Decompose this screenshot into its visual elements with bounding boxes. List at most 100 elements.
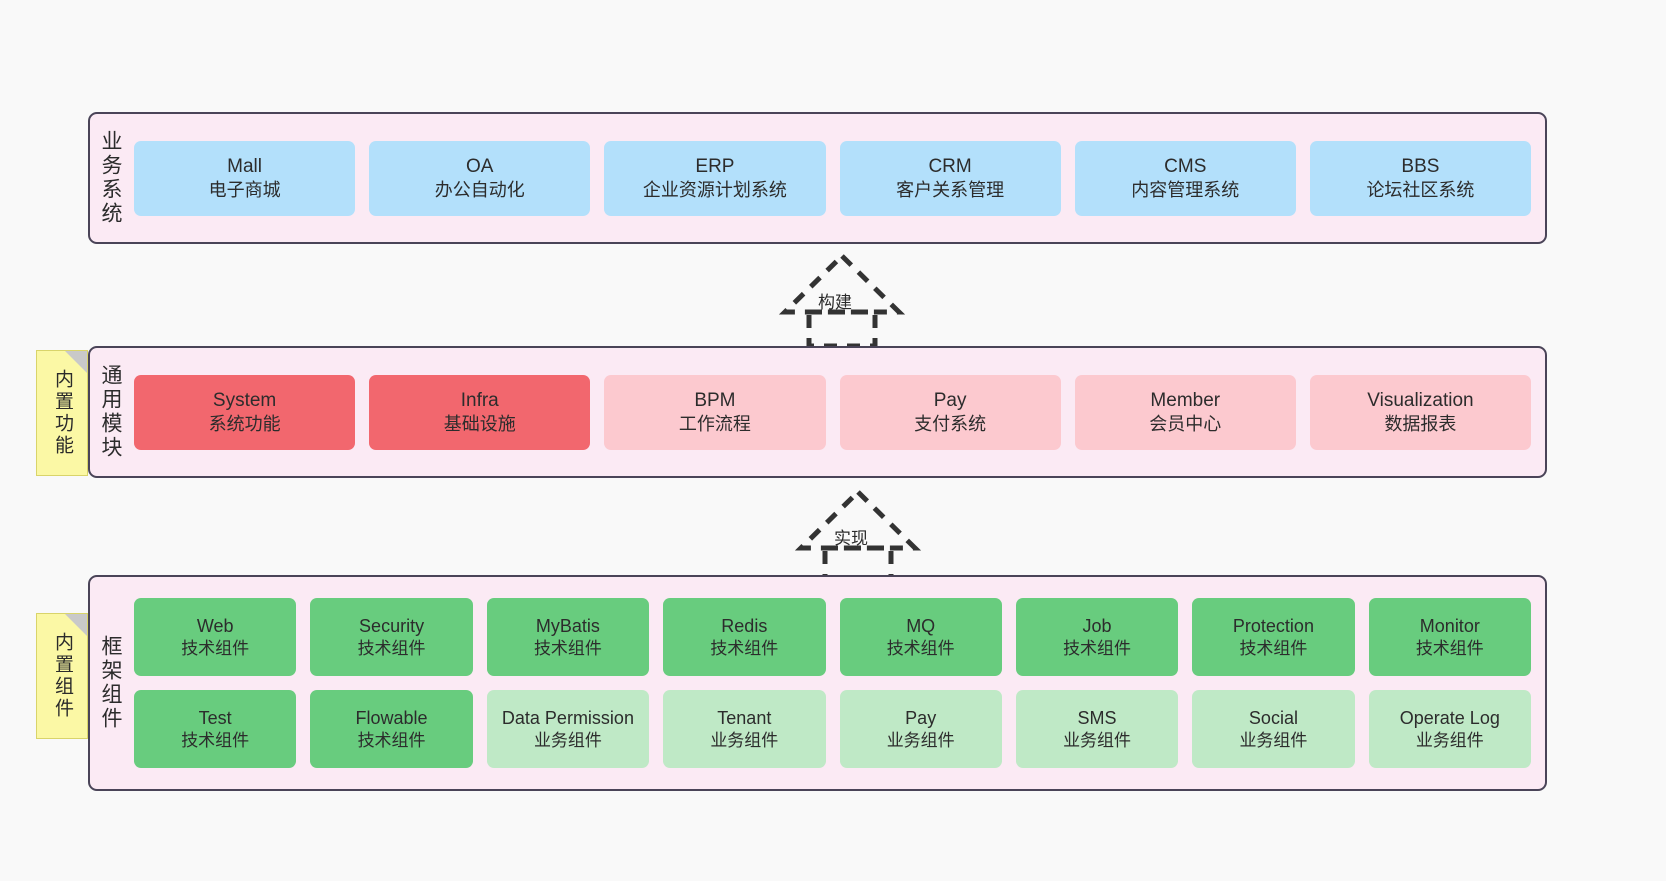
node-member-cn: 会员中心	[1149, 413, 1222, 434]
node-social-cn: 业务组件	[1239, 730, 1308, 750]
node-redis-en: Redis	[721, 616, 768, 637]
framework-business-row: Test 技术组件 Flowable 技术组件 Data Permission …	[134, 690, 1531, 768]
node-crm-en: CRM	[928, 155, 972, 177]
layer-business-systems: 业务系统 Mall 电子商城 OA 办公自动化 ERP 企业资源计划系统 CRM…	[88, 112, 1547, 244]
node-pay-component-en: Pay	[905, 708, 937, 729]
node-job[interactable]: Job 技术组件	[1015, 598, 1179, 676]
node-protection-en: Protection	[1232, 616, 1314, 637]
node-flowable[interactable]: Flowable 技术组件	[310, 690, 473, 768]
layer-framework-components-body: Web 技术组件 Security 技术组件 MyBatis 技术组件 Redi…	[130, 577, 1545, 789]
sticky-note-builtin-features: 内置功能	[36, 350, 88, 476]
node-visualization[interactable]: Visualization 数据报表	[1309, 374, 1532, 450]
sticky-note-builtin-components-label: 内置组件	[51, 632, 73, 720]
node-infra-cn: 基础设施	[443, 413, 516, 434]
node-flowable-en: Flowable	[355, 708, 428, 729]
connector-implement: 实现	[768, 488, 948, 585]
node-redis[interactable]: Redis 技术组件	[663, 598, 826, 676]
sticky-note-builtin-features-label: 内置功能	[51, 369, 73, 457]
node-social-en: Social	[1248, 708, 1298, 729]
node-system[interactable]: System 系统功能	[134, 374, 356, 450]
node-data-permission[interactable]: Data Permission 业务组件	[486, 690, 650, 768]
node-protection-cn: 技术组件	[1239, 638, 1308, 658]
node-tenant[interactable]: Tenant 业务组件	[663, 690, 826, 768]
layer-common-modules: 通用模块 System 系统功能 Infra 基础设施 BPM 工作流程 Pay…	[88, 346, 1547, 478]
node-social[interactable]: Social 业务组件	[1192, 690, 1355, 768]
connector-stem-icon	[806, 309, 878, 349]
layer-business-systems-body: Mall 电子商城 OA 办公自动化 ERP 企业资源计划系统 CRM 客户关系…	[130, 114, 1545, 242]
node-system-en: System	[212, 389, 277, 411]
node-pay-component[interactable]: Pay 业务组件	[839, 690, 1002, 768]
layer-business-systems-title: 业务系统	[99, 130, 123, 226]
node-pay-module[interactable]: Pay 支付系统	[839, 374, 1061, 450]
connector-implement-label: 实现	[834, 529, 868, 548]
node-bbs-cn: 论坛社区系统	[1366, 179, 1475, 200]
node-monitor-cn: 技术组件	[1415, 638, 1484, 658]
business-node-row: Mall 电子商城 OA 办公自动化 ERP 企业资源计划系统 CRM 客户关系…	[134, 140, 1532, 216]
node-mq-cn: 技术组件	[886, 638, 955, 658]
node-crm-cn: 客户关系管理	[896, 179, 1005, 200]
node-operate-log[interactable]: Operate Log 业务组件	[1368, 690, 1531, 768]
layer-common-modules-body: System 系统功能 Infra 基础设施 BPM 工作流程 Pay 支付系统…	[130, 348, 1545, 476]
node-bbs[interactable]: BBS 论坛社区系统	[1309, 140, 1532, 216]
node-infra[interactable]: Infra 基础设施	[369, 374, 591, 450]
layer-framework-components-title: 框架组件	[99, 635, 123, 731]
node-mq-en: MQ	[906, 616, 936, 637]
node-mq[interactable]: MQ 技术组件	[839, 598, 1002, 676]
node-job-cn: 技术组件	[1063, 638, 1132, 658]
node-visualization-en: Visualization	[1367, 389, 1474, 411]
node-cms[interactable]: CMS 内容管理系统	[1074, 140, 1296, 216]
node-security-en: Security	[359, 616, 425, 637]
node-crm[interactable]: CRM 客户关系管理	[839, 140, 1061, 216]
node-data-permission-cn: 业务组件	[533, 730, 602, 750]
node-erp-en: ERP	[695, 155, 735, 177]
node-system-cn: 系统功能	[208, 413, 281, 434]
node-web-en: Web	[196, 616, 234, 637]
node-cms-en: CMS	[1164, 155, 1207, 177]
node-test-cn: 技术组件	[181, 730, 250, 750]
node-web[interactable]: Web 技术组件	[134, 598, 297, 676]
connector-build: 构建	[752, 252, 932, 349]
node-bpm[interactable]: BPM 工作流程	[604, 374, 826, 450]
node-data-permission-en: Data Permission	[501, 708, 634, 729]
node-oa[interactable]: OA 办公自动化	[369, 140, 591, 216]
node-test-en: Test	[198, 708, 232, 729]
module-node-row: System 系统功能 Infra 基础设施 BPM 工作流程 Pay 支付系统…	[134, 374, 1532, 450]
node-mall[interactable]: Mall 电子商城	[134, 140, 356, 216]
node-mybatis[interactable]: MyBatis 技术组件	[486, 598, 650, 676]
node-sms-cn: 业务组件	[1063, 730, 1132, 750]
node-visualization-cn: 数据报表	[1384, 413, 1457, 434]
node-sms[interactable]: SMS 业务组件	[1015, 690, 1179, 768]
node-member[interactable]: Member 会员中心	[1074, 374, 1296, 450]
node-test[interactable]: Test 技术组件	[134, 690, 297, 768]
node-mall-en: Mall	[227, 155, 262, 177]
node-security[interactable]: Security 技术组件	[310, 598, 473, 676]
node-oa-en: OA	[466, 155, 494, 177]
node-monitor-en: Monitor	[1419, 616, 1480, 637]
node-web-cn: 技术组件	[181, 638, 250, 658]
node-sms-en: SMS	[1077, 708, 1117, 729]
node-mybatis-en: MyBatis	[535, 616, 600, 637]
connector-build-label: 构建	[818, 293, 852, 312]
node-operate-log-en: Operate Log	[1399, 708, 1500, 729]
layer-common-modules-title: 通用模块	[99, 364, 123, 460]
node-mall-cn: 电子商城	[208, 179, 281, 200]
node-bpm-cn: 工作流程	[678, 413, 751, 434]
node-mybatis-cn: 技术组件	[533, 638, 602, 658]
layer-framework-components: 框架组件 Web 技术组件 Security 技术组件 MyBatis 技术组件…	[88, 575, 1547, 791]
node-erp-cn: 企业资源计划系统	[642, 179, 787, 200]
node-redis-cn: 技术组件	[710, 638, 779, 658]
node-job-en: Job	[1082, 616, 1112, 637]
node-security-cn: 技术组件	[357, 638, 426, 658]
node-member-en: Member	[1150, 389, 1221, 411]
node-bbs-en: BBS	[1401, 155, 1440, 177]
node-pay-component-cn: 业务组件	[886, 730, 955, 750]
node-tenant-cn: 业务组件	[710, 730, 779, 750]
node-tenant-en: Tenant	[717, 708, 772, 729]
node-oa-cn: 办公自动化	[434, 179, 525, 200]
node-erp[interactable]: ERP 企业资源计划系统	[604, 140, 826, 216]
page-fold-icon	[65, 351, 87, 373]
node-monitor[interactable]: Monitor 技术组件	[1368, 598, 1531, 676]
node-protection[interactable]: Protection 技术组件	[1192, 598, 1355, 676]
node-flowable-cn: 技术组件	[357, 730, 426, 750]
